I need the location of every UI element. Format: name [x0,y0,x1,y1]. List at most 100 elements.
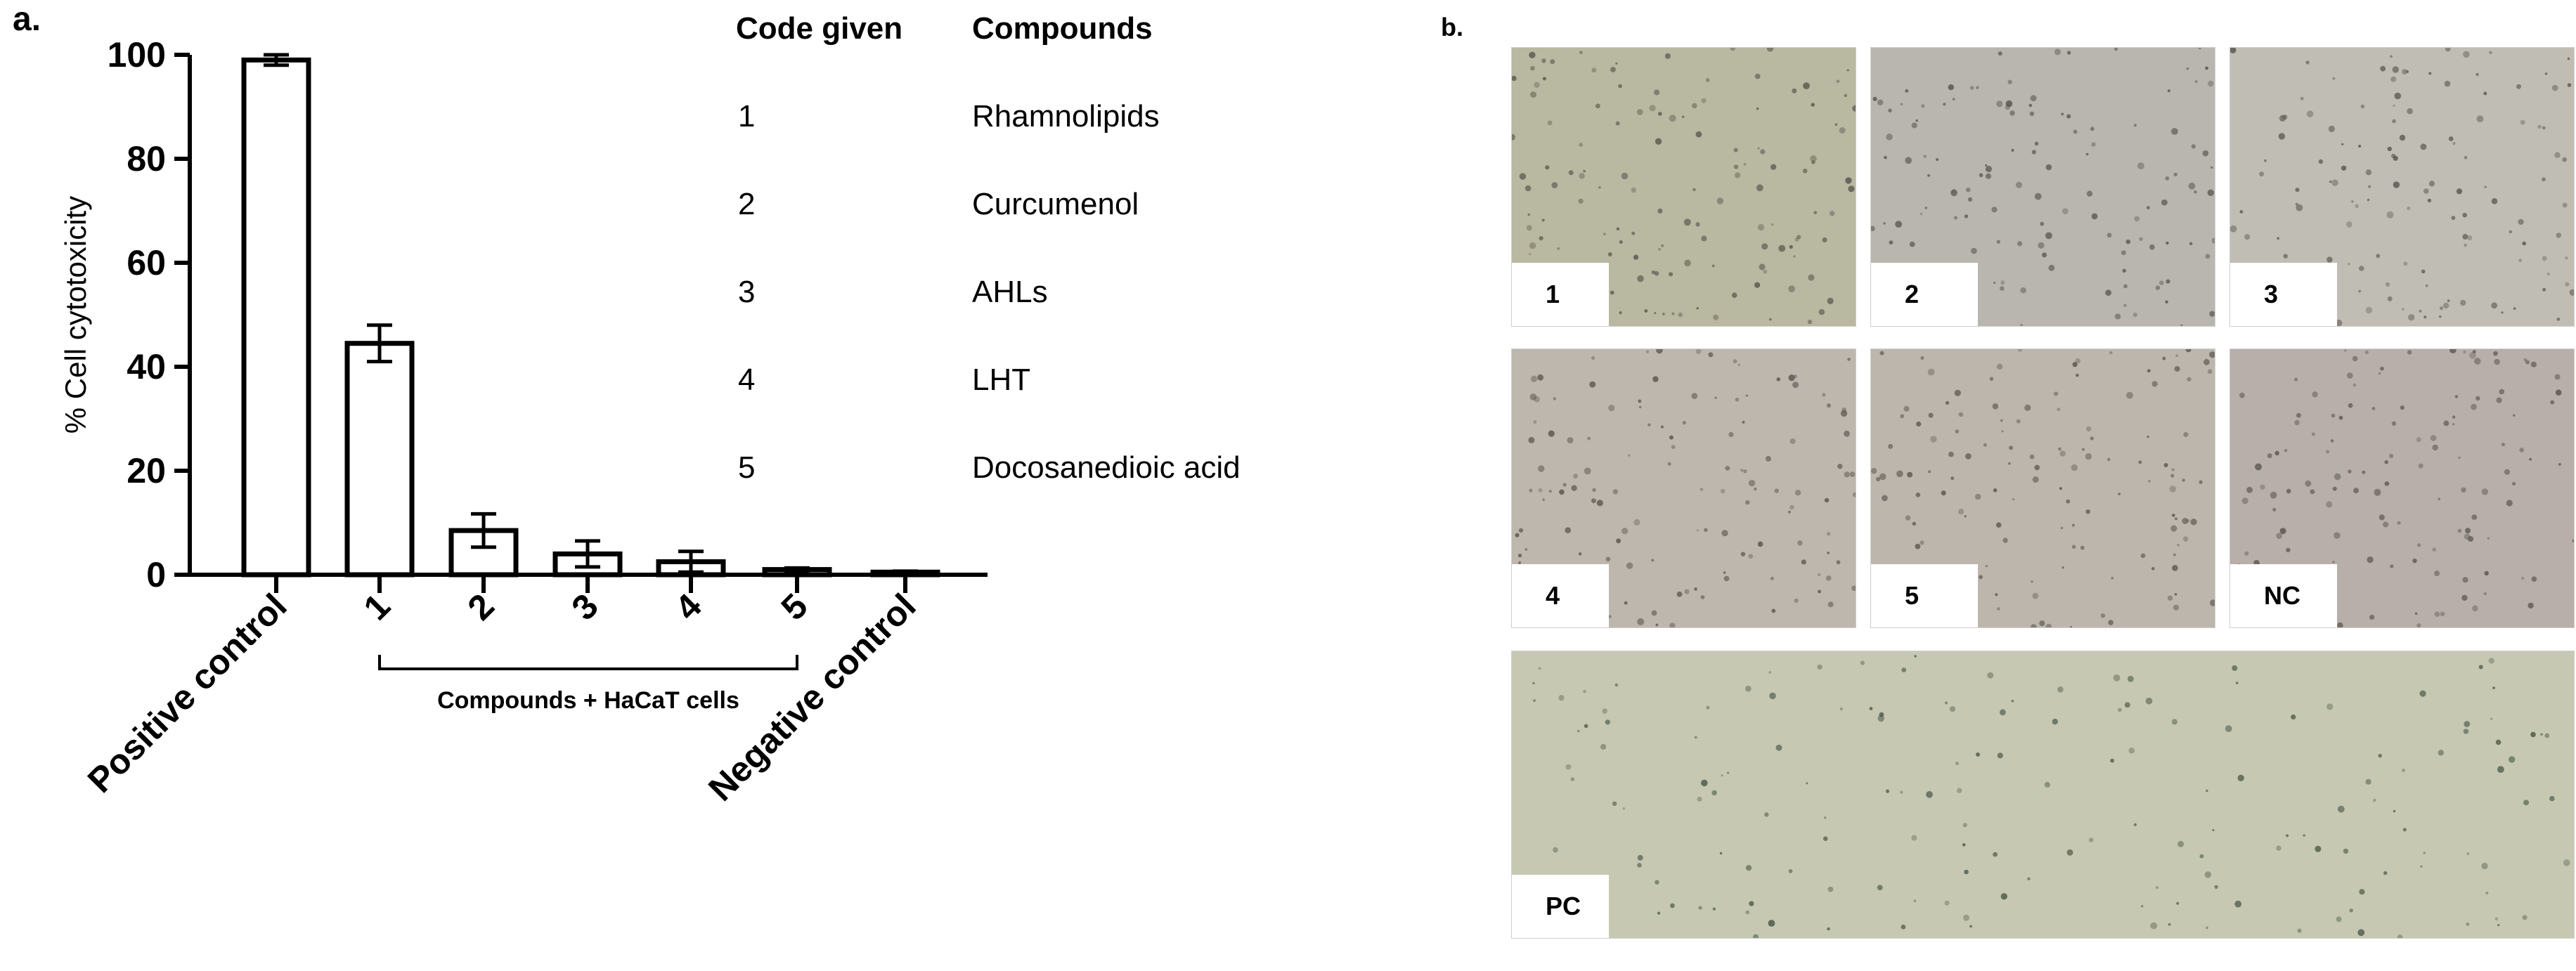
cell-speck [1996,240,2000,244]
cell-speck [2472,350,2476,353]
cell-speck [2066,849,2073,856]
cell-speck [1884,155,1887,159]
cell-speck [2438,497,2441,501]
cell-speck [1825,575,1832,581]
cell-speck [2315,845,2322,852]
cell-speck [2277,237,2279,240]
cell-speck [2108,620,2114,625]
cell-speck [2031,150,2036,155]
group-bracket [378,655,798,670]
cell-speck [2278,133,2286,140]
cell-speck [1579,51,1583,55]
cell-speck [1778,245,1786,252]
cell-speck [1879,712,1884,717]
cell-speck [2376,254,2381,259]
cell-speck [2464,533,2471,540]
cell-speck [2423,852,2426,854]
cell-speck [2062,208,2069,214]
cell-speck [2368,185,2371,188]
cell-speck [2105,289,2111,296]
cell-speck [1757,223,1765,231]
micrograph-2: 2 [1870,47,2215,327]
cell-speck [1745,865,1752,871]
cell-speck [1949,706,1955,712]
cell-speck [2147,436,2149,438]
cell-speck [2380,366,2384,371]
cell-speck [1598,185,1601,189]
cell-speck [1989,377,1994,381]
cell-speck [2029,454,2035,460]
cell-speck [1997,752,2003,759]
cell-speck [1533,420,1537,424]
cell-speck [1533,699,1536,702]
cell-speck [2380,65,2386,72]
cell-speck [2420,865,2423,868]
cell-speck [2483,592,2487,596]
cell-speck [1547,120,1553,126]
cell-speck [2183,432,2189,437]
cell-speck [2416,437,2421,443]
cell-speck [1914,655,1917,658]
cell-speck [1760,149,1766,155]
cell-speck [1768,671,1771,674]
cell-speck [1823,836,1828,841]
cell-speck [2512,482,2516,486]
cell-speck [1589,381,1596,388]
cell-speck [1654,271,1659,276]
cell-speck [2205,66,2208,70]
cell-speck [1915,543,1921,549]
cell-speck [2449,349,2457,353]
cell-speck [1775,744,1782,751]
cell-speck [2341,165,2347,171]
cell-speck [2001,430,2004,433]
cell-speck [2305,60,2310,65]
cell-speck [1701,98,1707,103]
cell-speck [2170,525,2177,532]
cell-speck [2383,871,2388,875]
cell-speck [1637,275,1644,282]
cell-speck [2501,311,2504,314]
cell-speck [2544,733,2550,738]
cell-speck [1671,445,1676,449]
cell-speck [1719,852,1723,855]
cell-speck [2011,148,2014,152]
cell-speck [2390,76,2397,82]
cell-speck [1844,93,1847,98]
cell-speck [1714,396,1717,399]
cell-speck [1920,540,1924,545]
cell-speck [2207,369,2213,374]
cell-speck [2554,152,2561,158]
cell-speck [2373,798,2376,802]
cell-speck [1610,67,1616,72]
cell-speck [2513,414,2516,417]
cell-speck [2383,521,2389,528]
micrograph-1: 1 [1511,47,1856,327]
cell-speck [1518,528,1524,533]
cell-speck [1525,548,1528,551]
cell-speck [1963,914,1969,921]
cell-speck [2378,514,2385,521]
cell-speck [2397,934,2403,938]
cell-speck [1637,854,1643,861]
cell-speck [1571,485,1577,491]
cell-speck [2044,781,2050,788]
cell-speck [1537,374,1543,381]
cell-speck [1712,907,1716,911]
cell-speck [2476,115,2484,122]
cell-speck [2563,859,2570,866]
cell-speck [2020,287,2026,294]
cell-speck [1616,538,1621,544]
cell-speck [2569,289,2574,296]
cell-speck [2147,206,2150,209]
cell-speck [2444,80,2451,87]
cell-speck [1839,127,1846,133]
cell-speck [2378,372,2381,375]
cell-speck [1701,779,1708,787]
cell-speck [2466,852,2469,855]
cell-speck [2452,142,2456,145]
cell-speck [1612,489,1618,495]
cell-speck [1626,562,1633,569]
cell-speck [2434,611,2440,617]
